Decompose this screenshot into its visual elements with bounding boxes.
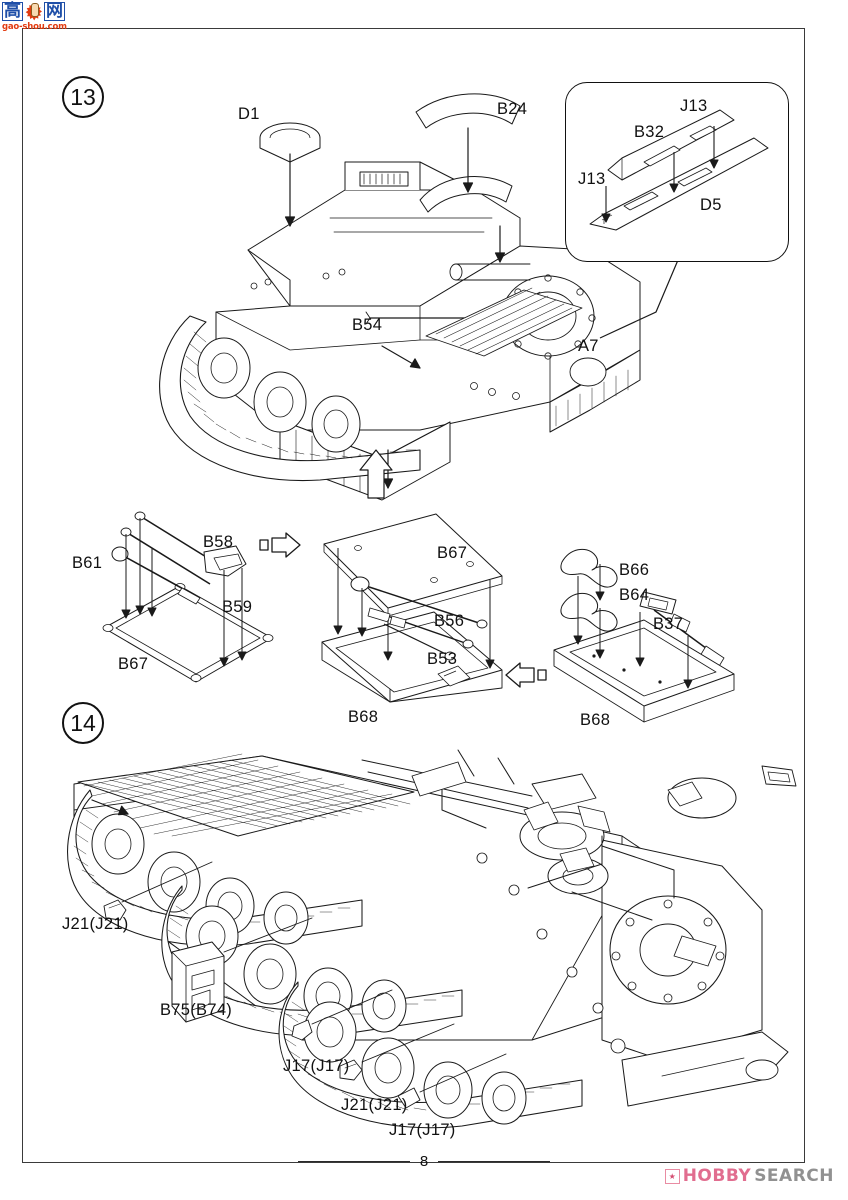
gaoshou-url: gao-shou.com xyxy=(2,22,67,32)
part-label-b53: B53 xyxy=(427,650,458,668)
part-label-b37: B37 xyxy=(653,615,684,633)
inset-illustration xyxy=(578,96,778,248)
detail-callout-box xyxy=(565,82,789,262)
search-text: SEARCH xyxy=(754,1166,834,1186)
step-number-13: 13 xyxy=(62,76,104,118)
hs-logo-icon: ★ xyxy=(664,1168,680,1184)
footer-rule-right xyxy=(438,1160,551,1163)
part-label-b64: B64 xyxy=(619,586,650,604)
part-label-b56: B56 xyxy=(434,612,465,630)
gaoshou-cjk-1: 高 xyxy=(2,1,23,21)
footer-rule-left xyxy=(297,1160,410,1163)
part-label-j17-lower: J17(J17) xyxy=(389,1121,456,1139)
part-label-b24: B24 xyxy=(497,100,528,118)
part-label-a7: A7 xyxy=(578,337,599,355)
step-number-14: 14 xyxy=(62,702,104,744)
part-label-b58: B58 xyxy=(203,533,234,551)
inset-label-j13-left: J13 xyxy=(578,170,606,188)
page-footer: 8 xyxy=(0,1153,848,1170)
flow-arrow-left-icon xyxy=(504,662,548,688)
subassembly-middle-illustration xyxy=(318,508,518,708)
subassembly-left-illustration xyxy=(96,500,286,690)
subassembly-right-illustration xyxy=(548,540,738,723)
part-label-b66: B66 xyxy=(619,561,650,579)
watermark-hobby-search: ★ HOBBY SEARCH xyxy=(664,1166,834,1186)
part-label-b61: B61 xyxy=(72,554,103,572)
pointing-hand-burst-icon xyxy=(25,2,42,21)
part-label-b68-right: B68 xyxy=(580,711,611,729)
watermark-gaoshou: 高 网 gao-shou.com xyxy=(2,2,78,44)
flow-arrow-right-icon xyxy=(258,532,302,558)
inset-label-d5: D5 xyxy=(700,196,722,214)
part-label-b67-left: B67 xyxy=(118,655,149,673)
part-label-d1: D1 xyxy=(238,105,260,123)
page-border xyxy=(22,28,805,1163)
part-label-j21-lower: J21(J21) xyxy=(341,1096,408,1114)
inset-label-j13-top: J13 xyxy=(680,97,708,115)
inset-leader-line xyxy=(560,240,740,360)
part-label-b68-mid: B68 xyxy=(348,708,379,726)
gaoshou-cjk-2: 网 xyxy=(44,1,65,21)
hobby-text: HOBBY xyxy=(682,1166,752,1186)
inset-label-b32: B32 xyxy=(634,123,665,141)
part-label-j17-upper: J17(J17) xyxy=(283,1057,350,1075)
step-13-illustration xyxy=(120,50,680,501)
part-label-b59: B59 xyxy=(222,598,253,616)
step-14-illustration xyxy=(62,740,802,1150)
part-label-b67-mid: B67 xyxy=(437,544,468,562)
part-label-b75-b74: B75(B74) xyxy=(160,1001,233,1019)
page-number: 8 xyxy=(419,1153,429,1170)
part-label-j21-upper: J21(J21) xyxy=(62,915,129,933)
part-label-b54: B54 xyxy=(352,316,383,334)
